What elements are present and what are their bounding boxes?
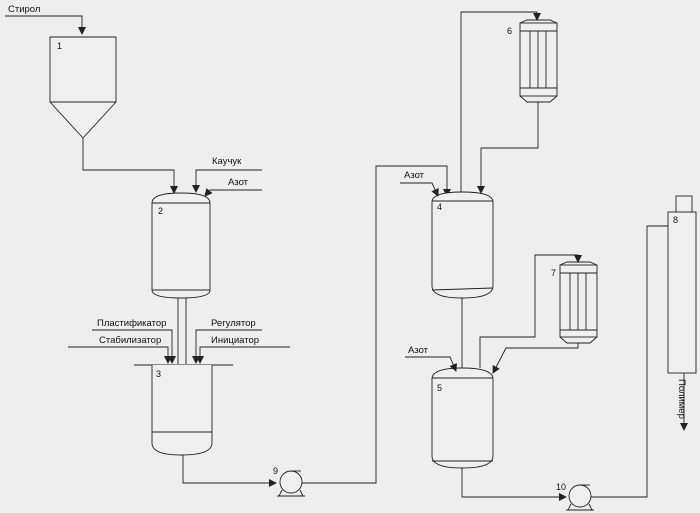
plasticizer-feed-line: [92, 329, 176, 364]
nitrogen-label-4: Азот: [404, 170, 425, 181]
nitrogen-label-5: Азот: [408, 345, 429, 356]
styrene-feed-line: [5, 15, 86, 35]
condenser-6: [519, 19, 558, 103]
equipment-number-6: 6: [507, 26, 512, 36]
nitrogen-label-2: Азот: [228, 177, 249, 188]
equipment-number-4: 4: [437, 202, 442, 212]
column-8: [667, 195, 697, 374]
line-4-to-condenser-6: [460, 11, 541, 192]
nitrogen-feed-line-2: [204, 188, 262, 197]
line-pump-9-to-4: [302, 165, 451, 484]
line-5-to-condenser-7: [479, 254, 582, 368]
line-pump-10-to-8: [591, 225, 668, 498]
initiator-feed-line: [196, 346, 290, 364]
plasticizer-label: Пластификатор: [97, 318, 166, 329]
line-5-to-pump-10: [461, 468, 567, 501]
vessel-3: [134, 364, 233, 456]
equipment-number-8: 8: [673, 215, 678, 225]
line-3-to-pump-9: [182, 455, 277, 487]
rubber-feed-line: [192, 169, 262, 193]
equipment-number-7: 7: [551, 268, 556, 278]
equipment-number-1: 1: [57, 41, 62, 51]
line-condenser-6-to-4: [477, 102, 539, 194]
nitrogen-feed-line-4: [400, 182, 439, 197]
line-1-to-2: [82, 138, 178, 194]
initiator-label: Инициатор: [211, 335, 259, 346]
stabilizer-label: Стабилизатор: [99, 335, 161, 346]
rubber-label: Каучук: [212, 156, 242, 167]
regulator-feed-line: [192, 329, 262, 364]
vessel-4: [431, 191, 494, 299]
condenser-7: [559, 261, 598, 344]
styrene-label: Стирол: [8, 4, 40, 15]
regulator-label: Регулятор: [211, 318, 256, 329]
equipment-number-9: 9: [273, 466, 278, 476]
pump-10: [566, 484, 594, 511]
equipment-number-3: 3: [156, 369, 161, 379]
equipment-number-2: 2: [158, 206, 163, 216]
equipment-number-10: 10: [556, 482, 566, 492]
vessel-5: [431, 367, 494, 469]
pump-9: [277, 470, 305, 497]
equipment-number-5: 5: [437, 383, 442, 393]
vessel-2: [151, 192, 211, 299]
nitrogen-feed-line-5: [405, 356, 457, 372]
polymer-label: Полимер: [676, 379, 687, 419]
line-condenser-7-to-5: [492, 343, 579, 374]
hopper-1: [49, 36, 117, 139]
stabilizer-feed-line: [68, 346, 172, 364]
